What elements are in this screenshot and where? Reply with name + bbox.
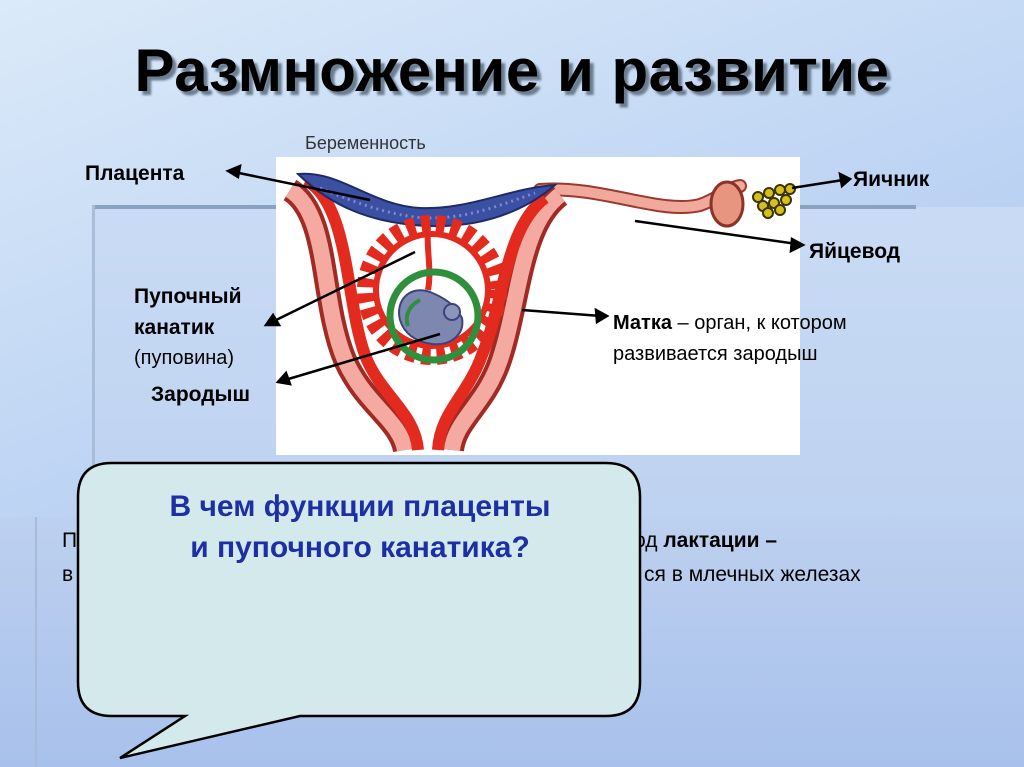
callout-question: В чем функции плаценты и пупочного канат… xyxy=(90,486,630,568)
decorative-line xyxy=(35,517,37,767)
oviduct-funnel xyxy=(709,180,745,228)
label-uterus-term: Матка xyxy=(613,312,672,334)
label-uterus: Матка – орган, к котором развивается зар… xyxy=(613,308,847,370)
label-uterus-def: – орган, к котором xyxy=(671,312,847,334)
paragraph-line2-start: в xyxy=(62,563,74,586)
question-line1: В чем функции плаценты xyxy=(169,490,551,523)
label-ovary: Яичник xyxy=(853,168,930,191)
label-oviduct: Яйцевод xyxy=(809,240,901,263)
question-line2: и пупочного канатика? xyxy=(190,531,530,564)
label-uterus-def2: развивается зародыш xyxy=(613,343,818,365)
label-cord-line2: канатик xyxy=(134,316,215,339)
paragraph-line1-start: П xyxy=(62,529,78,552)
cord-shape xyxy=(424,225,433,291)
label-cord-line1: Пупочный xyxy=(134,285,242,308)
placenta-shape xyxy=(295,172,558,228)
label-cord-sub: (пуповина) xyxy=(134,347,235,369)
label-embryo: Зародыш xyxy=(151,383,250,406)
slide-title: Размножение и развитие xyxy=(134,37,890,104)
paragraph-term-lactation: лактации xyxy=(663,529,760,552)
amnion-ring xyxy=(386,268,482,364)
label-umbilical-cord: Пупочный канатик (пуповина) xyxy=(134,281,241,374)
diagram-caption: Беременность xyxy=(305,133,426,153)
ovary-shape xyxy=(752,183,796,219)
paragraph-line2-end: ся в млечных железах xyxy=(644,563,861,586)
label-placenta: Плацента xyxy=(85,162,185,185)
